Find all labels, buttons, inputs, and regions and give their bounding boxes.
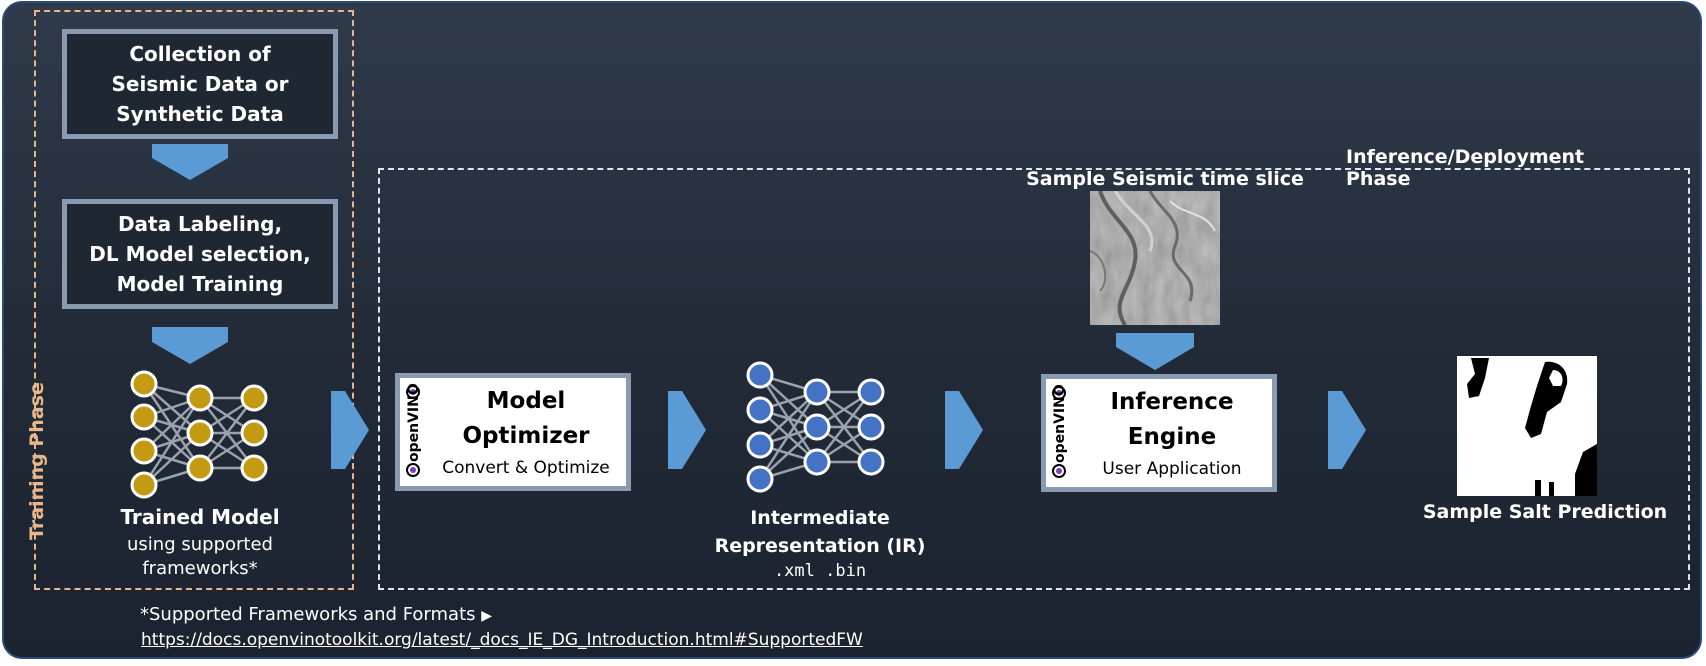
collection-line: Seismic Data or [111,72,289,96]
openvino-logo-icon: openVINO [406,383,422,477]
trained-model-title: Trained Model [120,505,280,529]
optimizer-title-line: Optimizer [462,423,590,449]
ir-formats: .xml .bin [773,561,867,581]
labeling-box: Data Labeling, DL Model selection, Model… [62,199,338,309]
model-optimizer-box: openVINO Model Optimizer Convert & Optim… [395,373,631,491]
ir-network-icon [746,361,885,493]
seismic-slice-image [1090,191,1220,325]
trained-sub-line: using supported [127,534,273,555]
right-arrow-1 [331,391,369,469]
right-arrow-2 [668,391,706,469]
engine-title: Inference Engine [1072,385,1272,455]
down-arrow-2 [152,327,228,364]
trained-model-subtitle: using supported frameworks* [70,533,330,581]
right-arrow-3 [945,391,983,469]
trained-model-network-icon [130,370,268,499]
labeling-line: Data Labeling, [117,212,283,236]
engine-title-line: Engine [1127,424,1217,450]
frameworks-note-text: *Supported Frameworks and Formats [140,604,476,625]
optimizer-title-line: Model [486,388,566,414]
salt-prediction-image [1457,356,1597,496]
inference-engine-box: openVINO Inference Engine User Applicati… [1041,374,1277,492]
down-arrow-1 [152,144,228,180]
down-arrow-3 [1116,333,1194,370]
right-arrow-4 [1328,391,1366,469]
optimizer-subtitle: Convert & Optimize [442,458,610,478]
ir-title-line: Intermediate [750,507,890,529]
labeling-line: Model Training [116,272,284,296]
labeling-line: DL Model selection, [89,242,311,266]
openvino-logo-icon: openVINO [1052,384,1068,478]
trained-sub-line: frameworks* [142,558,258,579]
collection-line: Collection of [129,42,271,66]
ir-title-line: Representation (IR) [714,535,926,557]
engine-title-line: Inference [1110,389,1234,415]
play-triangle-icon: ▶ [481,608,493,624]
frameworks-note: *Supported Frameworks and Formats ▶ [140,604,940,625]
seismic-caption: Sample Seismic time slice [1026,168,1304,190]
inference-phase-frame [378,168,1690,590]
inference-phase-label: Inference/Deployment Phase [1346,146,1585,190]
optimizer-title: Model Optimizer [426,384,626,454]
openvino-brand-text: openVINO [1052,384,1068,463]
ir-title: Intermediate Representation (IR) [690,504,950,560]
training-phase-frame [34,10,354,590]
collection-box: Collection of Seismic Data or Synthetic … [62,29,338,139]
collection-line: Synthetic Data [116,102,284,126]
salt-prediction-caption: Sample Salt Prediction [1422,501,1668,523]
openvino-brand-text: openVINO [406,383,422,462]
supported-frameworks-link[interactable]: https://docs.openvinotoolkit.org/latest/… [141,630,863,650]
engine-subtitle: User Application [1102,459,1242,479]
